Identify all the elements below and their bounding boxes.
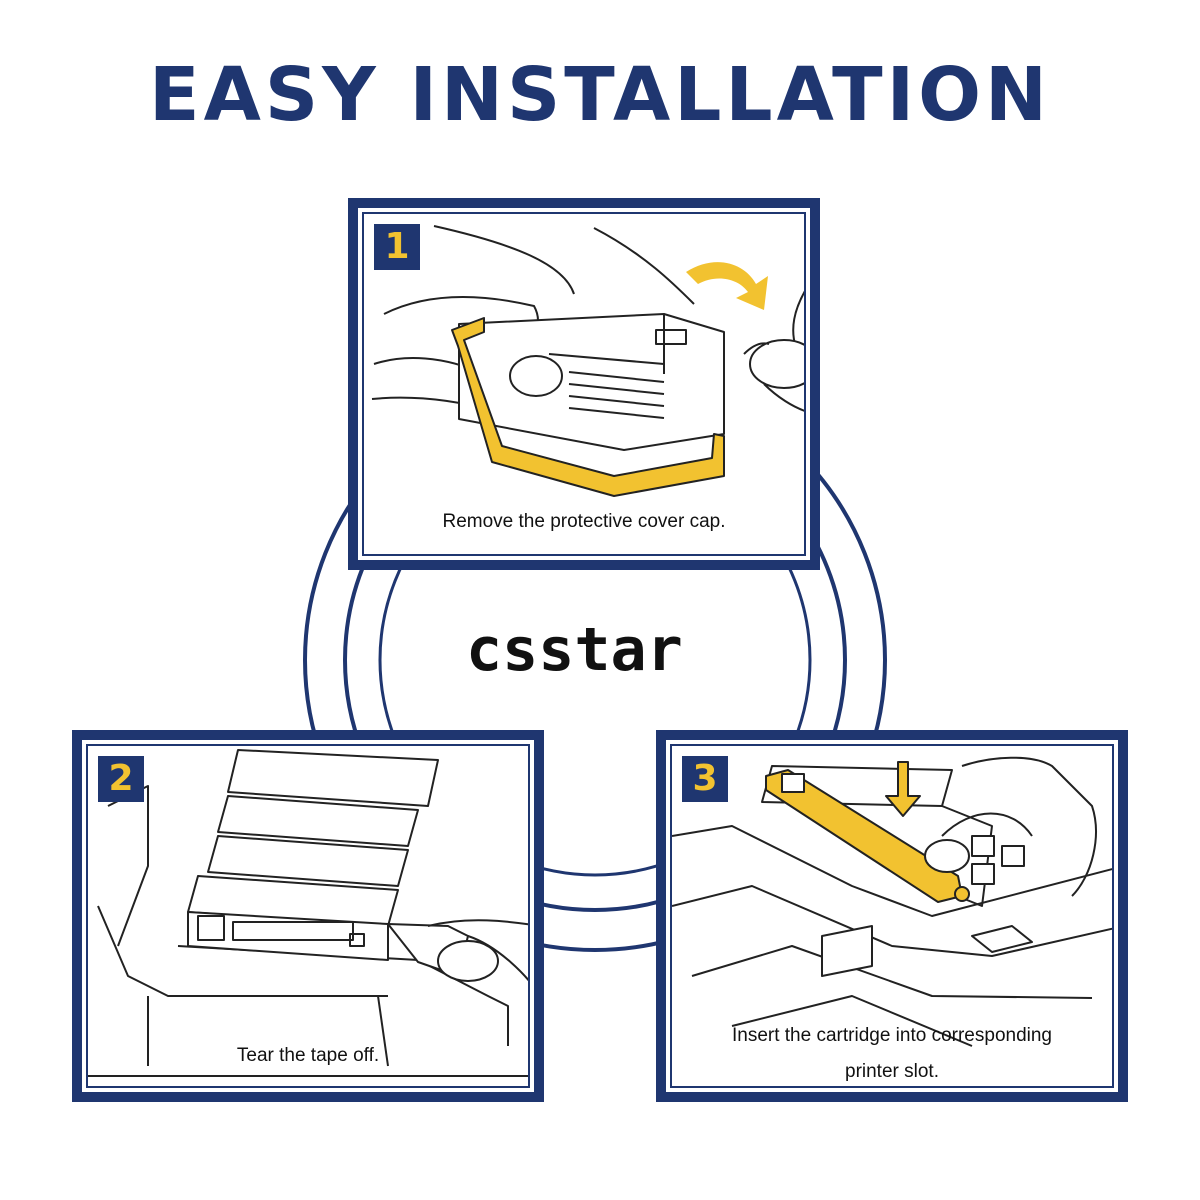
step-2-panel: 2 Tear the tape off. (72, 730, 544, 1102)
page-title: EASY INSTALLATION (149, 52, 1051, 138)
step-3-caption-line-1: Insert the cartridge into corresponding (731, 1025, 1052, 1046)
step-1-frame: 1 Remove the protective cover cap. (362, 212, 806, 556)
tear-tape-illustration (88, 749, 528, 1077)
arrow-icon (686, 262, 768, 310)
step-1-caption: Remove the protective cover cap. (442, 511, 726, 532)
step-2-caption: Tear the tape off. (236, 1045, 380, 1066)
insert-cartridge-illustration (672, 756, 1112, 1047)
step-3-caption-line-2: printer slot. (845, 1061, 939, 1082)
logo-text: csstar (466, 618, 683, 685)
step-3-frame: 3 Insert the cartridge into correspondin… (670, 744, 1114, 1088)
step-1-panel: 1 Remove the protective cover cap. (348, 198, 820, 570)
step-3-panel: 3 Insert the cartridge into correspondin… (656, 730, 1128, 1102)
step-2-badge: 2 (98, 756, 144, 802)
remove-cap-illustration (371, 225, 804, 497)
step-2-frame: 2 Tear the tape off. (86, 744, 530, 1088)
step-3-badge: 3 (682, 756, 728, 802)
step-1-badge: 1 (374, 224, 420, 270)
csstar-logo: csstar (466, 618, 683, 685)
